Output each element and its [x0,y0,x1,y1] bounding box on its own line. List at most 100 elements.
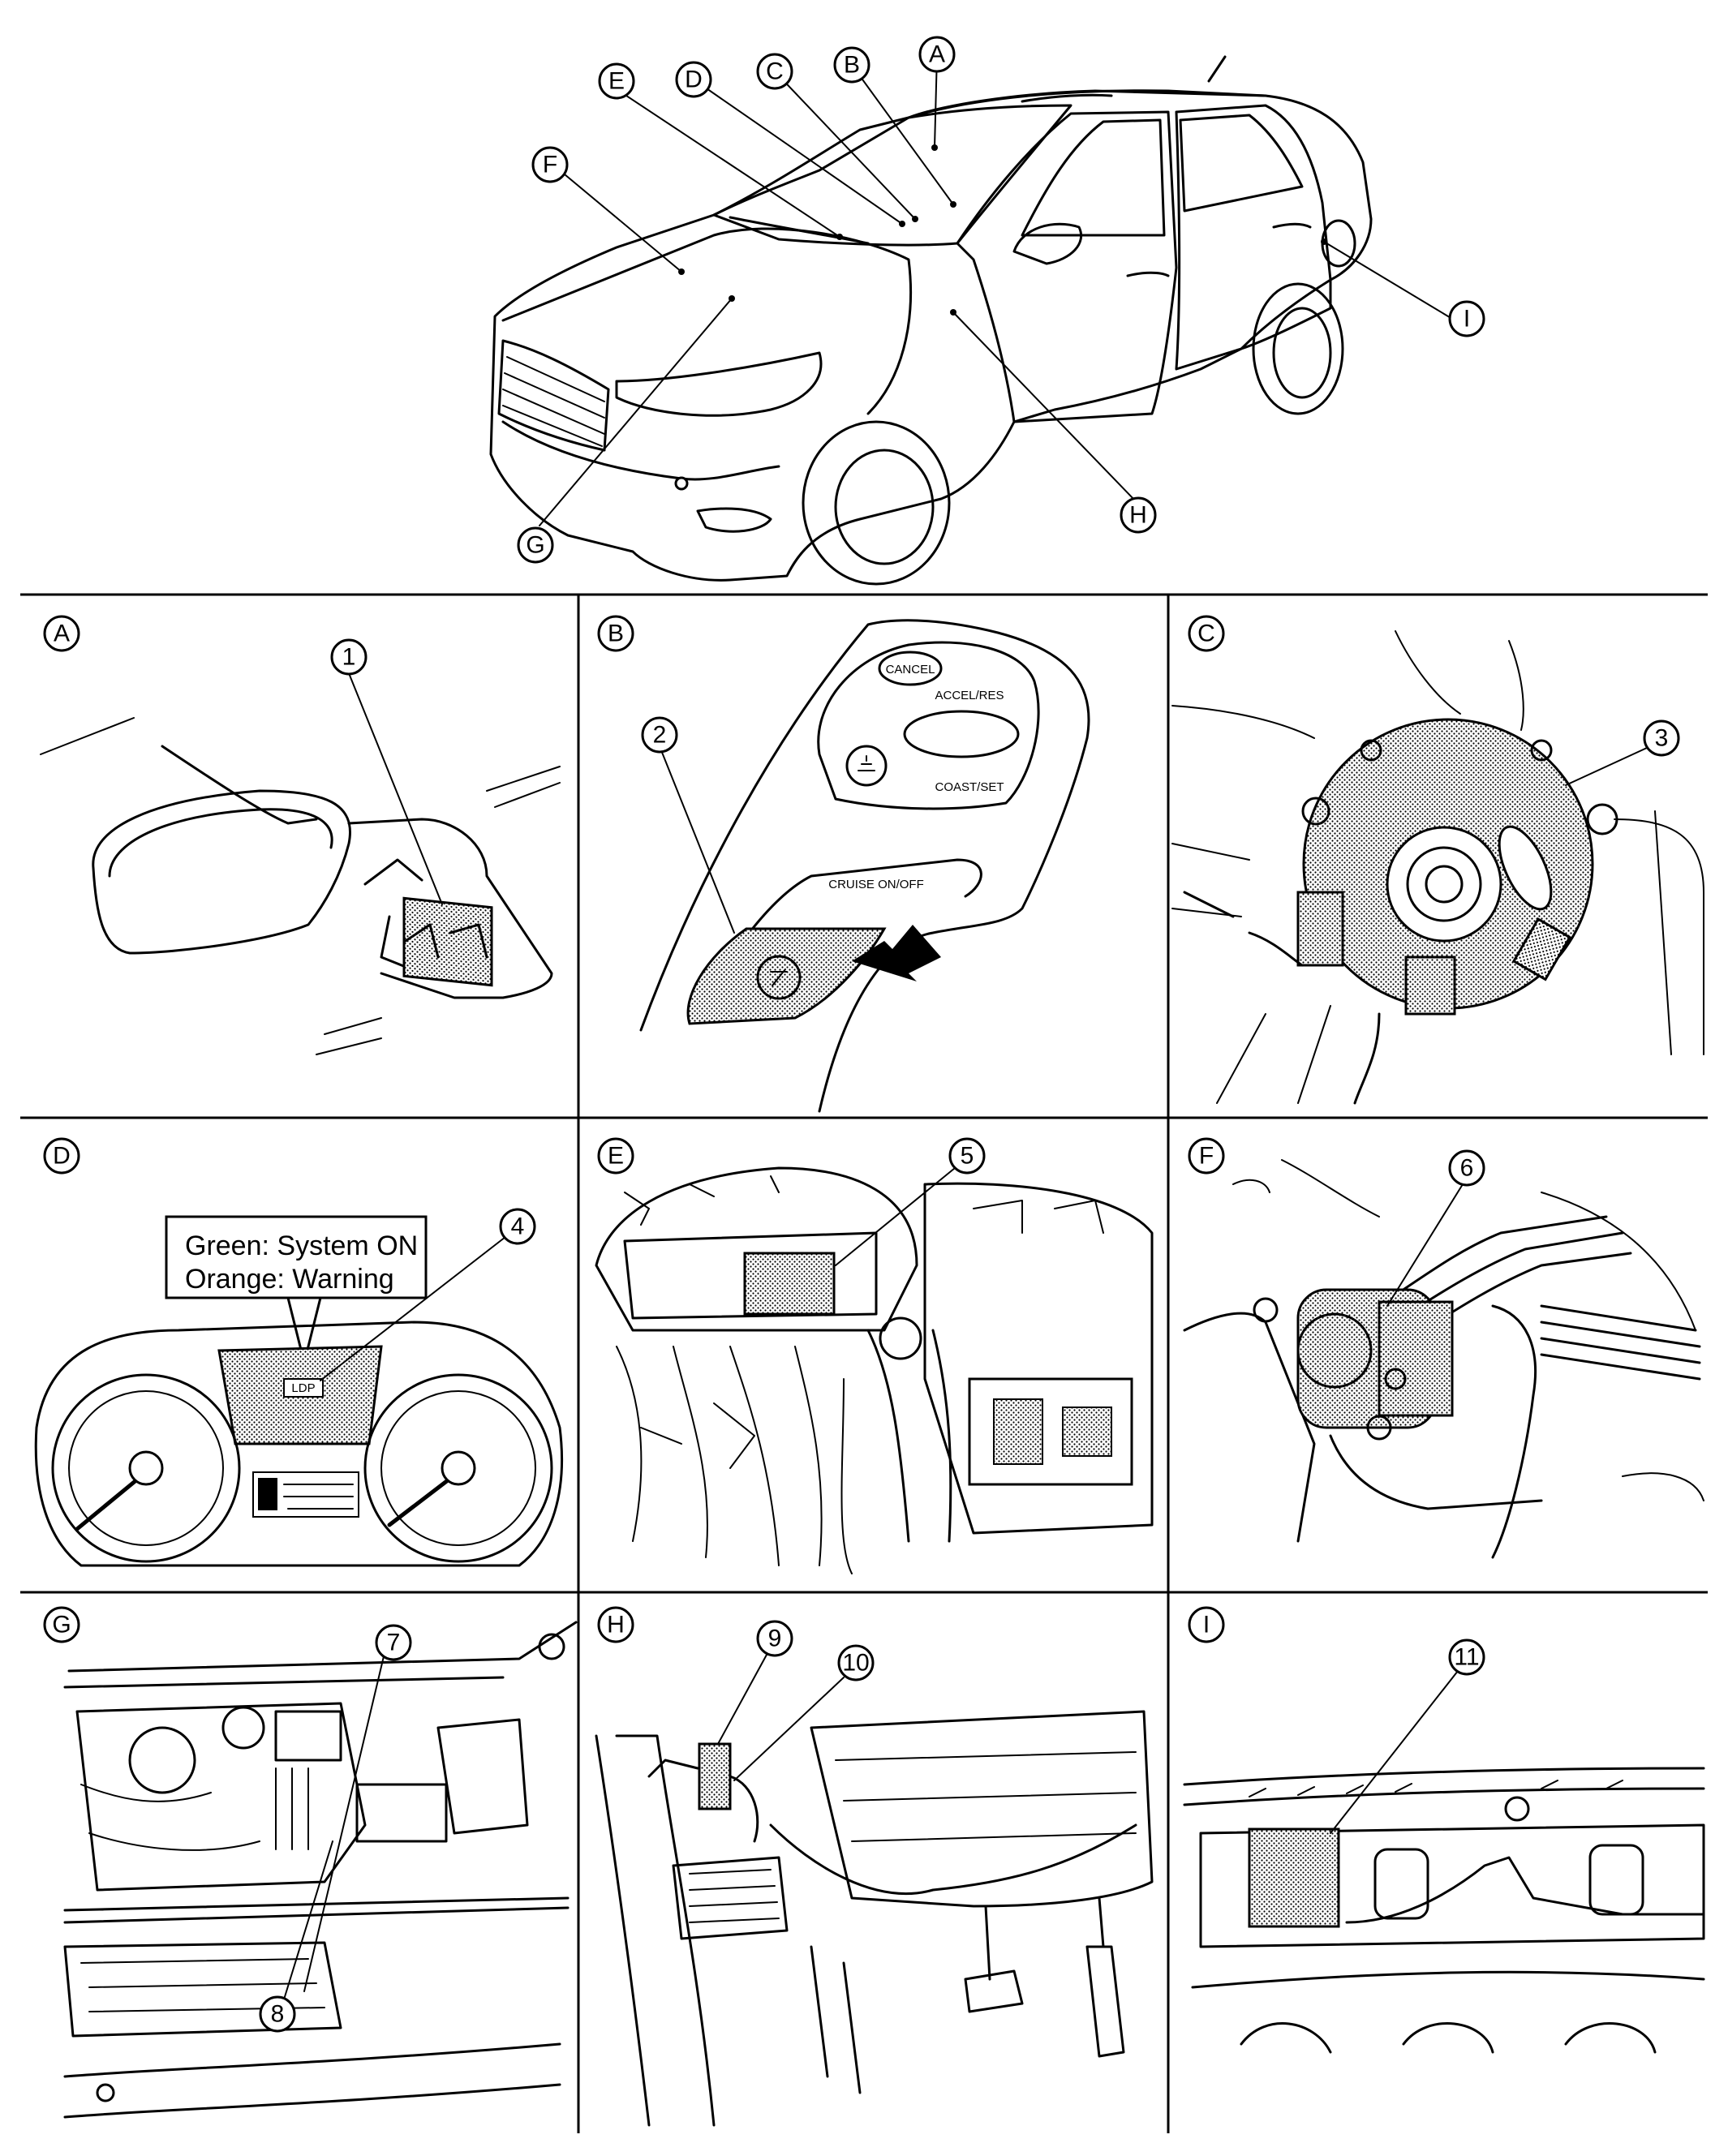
label-circle-h [1120,496,1157,534]
speedometer [363,1373,553,1563]
panel-c: C 3 [1171,615,1704,1105]
dash-outline [595,1166,918,1332]
wiper [729,216,870,245]
overview-labels: A B C D E F G H I [517,36,1485,564]
side-mirror [1012,222,1083,265]
pointer-arrow [852,925,941,981]
label-circle-a [918,36,956,73]
door-handle-rear [1272,222,1312,229]
label-circle-b [833,46,870,84]
cruise-on-off-label: CRUISE ON/OFF [828,878,924,891]
adas-control-unit [743,1252,836,1316]
roof-rail [907,89,1267,119]
label-g: G [526,532,544,559]
status-callout-box [165,1215,428,1299]
component-5-label: 5 [961,1143,974,1170]
label-c: C [766,58,784,85]
front-wheel [802,420,951,586]
component-10-label: 10 [842,1650,869,1677]
steering-column [866,1329,952,1543]
panel-i: I 11 [1183,1606,1705,2054]
antenna [1207,55,1227,83]
front-sensor [674,476,689,491]
panel-g: G 7 8 [43,1606,578,2119]
floor-panel [1191,1970,1705,2054]
label-d: D [685,67,703,93]
tachometer-needle [75,1470,148,1531]
component-1-label: 1 [342,644,356,671]
rear-panel-top [1183,1767,1705,1806]
component-6-label: 6 [1460,1155,1474,1182]
vehicle-body-outline [489,89,1373,582]
side-radar-unit [1248,1827,1340,1928]
panel-grid [20,593,1708,2133]
distance-button[interactable] [845,745,888,787]
panel-f: F 6 [1183,1137,1704,1559]
front-member [63,2042,561,2119]
panel-e: E 5 [595,1137,1154,1574]
meter-housing [34,1321,563,1567]
component-3-label: 3 [1655,725,1669,752]
accelerator-pedal [1085,1945,1125,2058]
panel-c-label: C [1197,621,1215,647]
harness-lower [769,1823,1137,2094]
component-2-label: 2 [653,722,667,749]
panel-h: H 9 10 [595,1606,1154,2127]
label-circle-d [675,61,712,98]
front-door [956,110,1178,423]
label-h: H [1129,502,1147,529]
label-circle-e [598,62,635,100]
distance-icon [858,755,875,771]
battery [436,1718,529,1835]
panel-a: A 1 [40,615,561,1055]
ldp-indicator [283,1378,324,1398]
windshield-edge [161,745,318,825]
mirror-housing [92,789,351,955]
component-11-label: 11 [1454,1644,1479,1671]
sunroof [1021,93,1113,103]
rear-harness [1345,1856,1705,1924]
panel-b-label: B [608,621,624,647]
tachometer [51,1373,241,1563]
fuse-block [672,1856,789,1940]
grille-bars [502,356,605,447]
overview-points [678,144,1327,316]
side-window-front [1021,118,1166,237]
connector-bottom [1404,956,1456,1016]
headlight [615,351,823,417]
mirror-bracket [347,818,553,999]
lower-tray [63,1941,342,2038]
door-handle-front [1126,271,1170,277]
switch-panel-upper [817,641,1040,810]
coast-set-label: COAST/SET [935,780,1004,794]
ldp-switch-icon [756,955,802,1000]
front-bumper [501,420,780,481]
panel-g-label: G [52,1612,71,1638]
panel-b: B CANCEL ACCEL/RES COAST/SET CRUISE ON/O… [597,615,1090,1113]
label-f: F [543,152,557,178]
grille [497,339,610,452]
cancel-button[interactable] [878,651,943,686]
cowl-top [63,1896,570,1924]
panel-d: D Green: System ON Orange: Warning LDP 4 [34,1137,563,1567]
connector-right [1511,917,1571,981]
label-b: B [844,52,860,79]
windshield [712,104,1072,247]
rear-door [1175,104,1332,371]
component-8-label: 8 [271,2001,285,2028]
ldp-indicator-text: LDP [291,1381,315,1395]
wiring-harness [616,1346,853,1574]
accel-res-coast-set-switch[interactable] [903,710,1020,758]
panel-e-label: E [608,1143,624,1170]
kick-panel [595,1734,716,2127]
brake-pedal [964,1969,1024,2013]
panel-h-label: H [607,1612,625,1638]
component-9-label: 9 [768,1626,782,1652]
connector-left [1296,891,1344,967]
label-i: I [1464,306,1470,333]
callout-line-1: Green: System ON [185,1230,418,1261]
rear-crossmember [1199,1823,1705,1948]
steering-spoke-outline [639,619,1090,1113]
